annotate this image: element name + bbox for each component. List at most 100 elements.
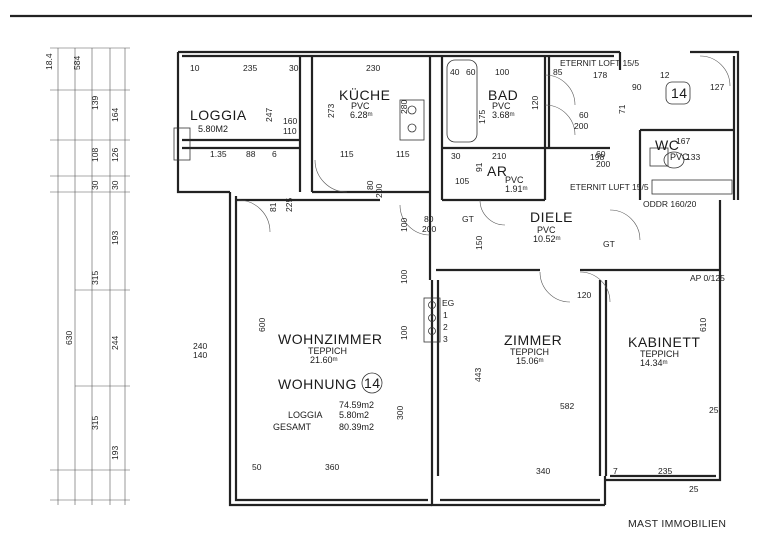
dim-in-5: 115: [340, 149, 354, 159]
dim-in-45: 225: [284, 198, 294, 212]
dim-in-48: 25: [689, 484, 699, 494]
ar-area: 1.91ᵐ: [505, 184, 528, 194]
dim-in-29: 240: [193, 341, 207, 351]
ap-label: AP 0/125: [690, 273, 725, 283]
dim-left-6: 30: [90, 180, 100, 190]
bad-label: BAD: [488, 87, 518, 103]
unit-badge-number: 14: [671, 85, 688, 101]
dim-top-9: 12: [660, 70, 670, 80]
dim-top-0: 10: [190, 63, 200, 73]
dim-left-11: 244: [110, 336, 120, 350]
dim-left-7: 30: [110, 180, 120, 190]
dim-in-16: 80: [365, 180, 375, 190]
dim-top-5: 60: [466, 67, 476, 77]
kabinett-label: KABINETT: [628, 334, 700, 350]
exterior-walls: [176, 50, 740, 507]
bad-area: 3.68ᵐ: [492, 110, 515, 120]
zimmer-area: 15.06ᵐ: [516, 356, 544, 366]
dim-in-1: 160: [283, 116, 297, 126]
apartment-number-circle: [361, 372, 383, 394]
dim-left-2: 139: [90, 96, 100, 110]
apartment-loggia-label: LOGGIA: [288, 410, 323, 420]
dim-in-33: 582: [560, 401, 574, 411]
wc-label: WC: [655, 137, 679, 153]
diele-floor: PVC: [537, 225, 556, 235]
dim-left-0: 18.4: [44, 53, 54, 70]
kabinett-area: 14.34ᵐ: [640, 358, 668, 368]
apartment-title: WOHNUNG: [278, 376, 357, 392]
dim-in-14: 105: [455, 176, 469, 186]
dim-in-30: 140: [193, 350, 207, 360]
eternit-mid: ETERNIT LUFT 15/5: [570, 182, 649, 192]
dim-in-19: 88: [246, 149, 256, 159]
dim-in-39: 235: [658, 466, 672, 476]
dim-top-7: 85: [553, 67, 563, 77]
dim-in-12: 198: [590, 152, 604, 162]
apartment-total-label: GESAMT: [273, 422, 312, 432]
apartment-loggia-value: 5.80m2: [339, 410, 369, 420]
gt-label-1: GT: [462, 214, 474, 224]
zimmer-floor: TEPPICH: [510, 347, 549, 357]
interior-dimension-labels: 247 160 110 273 280 115 175 120 60 200 7…: [193, 96, 719, 494]
dim-in-31: 443: [473, 368, 483, 382]
apartment-total-value: 80.39m2: [339, 422, 374, 432]
dim-left-3: 164: [110, 108, 120, 122]
floor-2: 2: [443, 322, 448, 332]
dim-left-5: 126: [110, 148, 120, 162]
dim-in-20: 6: [272, 149, 277, 159]
diele-area: 10.52ᵐ: [533, 234, 561, 244]
dim-top-8: 178: [593, 70, 607, 80]
kueche-label: KÜCHE: [339, 86, 391, 103]
dim-in-42: 120: [577, 290, 591, 300]
unit-badge-top: [665, 81, 691, 105]
kueche-area: 6.28ᵐ: [350, 110, 373, 120]
dim-in-24: 150: [474, 236, 484, 250]
dim-in-0: 247: [264, 108, 274, 122]
dim-in-8: 60: [579, 110, 589, 120]
dim-in-32: 300: [395, 406, 405, 420]
ar-label: AR: [487, 163, 507, 179]
dim-in-47: 50: [252, 462, 262, 472]
wohnzimmer-label: WOHNZIMMER: [278, 331, 383, 347]
left-dimension-lines: [50, 47, 130, 505]
kabinett-floor: TEPPICH: [640, 349, 679, 359]
dim-left-1: 584: [72, 56, 82, 70]
dim-in-6: 175: [477, 110, 487, 124]
door-swings: [237, 55, 731, 303]
dim-left-4: 108: [90, 148, 100, 162]
dim-in-44: 200: [374, 184, 384, 198]
dim-in-18: 1.35: [210, 149, 227, 159]
dim-in-36: 360: [325, 462, 339, 472]
loggia-area: 5.80M2: [198, 124, 228, 134]
dim-in-17: 30: [451, 151, 461, 161]
dim-in-7: 120: [530, 96, 540, 110]
wc-floor: PVC: [670, 152, 689, 162]
dim-in-22: 80: [424, 214, 434, 224]
wohnzimmer-floor: TEPPICH: [308, 346, 347, 356]
dim-left-12: 193: [110, 446, 120, 460]
dim-in-3: 273: [326, 104, 336, 118]
dim-in-46: 133: [686, 152, 700, 162]
diele-label: DIELE: [530, 209, 573, 225]
dim-top-11: 127: [710, 82, 724, 92]
dim-in-34: 610: [698, 318, 708, 332]
interior-walls: [182, 56, 734, 480]
dim-in-9: 200: [574, 121, 588, 131]
dim-left-13: 315: [90, 416, 100, 430]
fixtures: [173, 59, 733, 343]
dim-left-10: 630: [64, 331, 74, 345]
dim-in-21: 115: [396, 149, 410, 159]
dim-in-41: 200: [596, 159, 610, 169]
dim-in-35: 25: [709, 405, 719, 415]
brand-logo: MAST IMMOBILIEN: [628, 518, 727, 530]
apartment-living-area: 74.59m2: [339, 400, 374, 410]
gt-label-2: GT: [603, 239, 615, 249]
wohnzimmer-area: 21.60ᵐ: [310, 355, 338, 365]
dim-in-23: 200: [422, 224, 436, 234]
dim-top-3: 230: [366, 63, 380, 73]
dim-in-43: 81: [268, 202, 278, 212]
dim-in-13: 210: [492, 151, 506, 161]
dim-in-25: 100: [399, 218, 409, 232]
apartment-number: 14: [364, 375, 381, 391]
